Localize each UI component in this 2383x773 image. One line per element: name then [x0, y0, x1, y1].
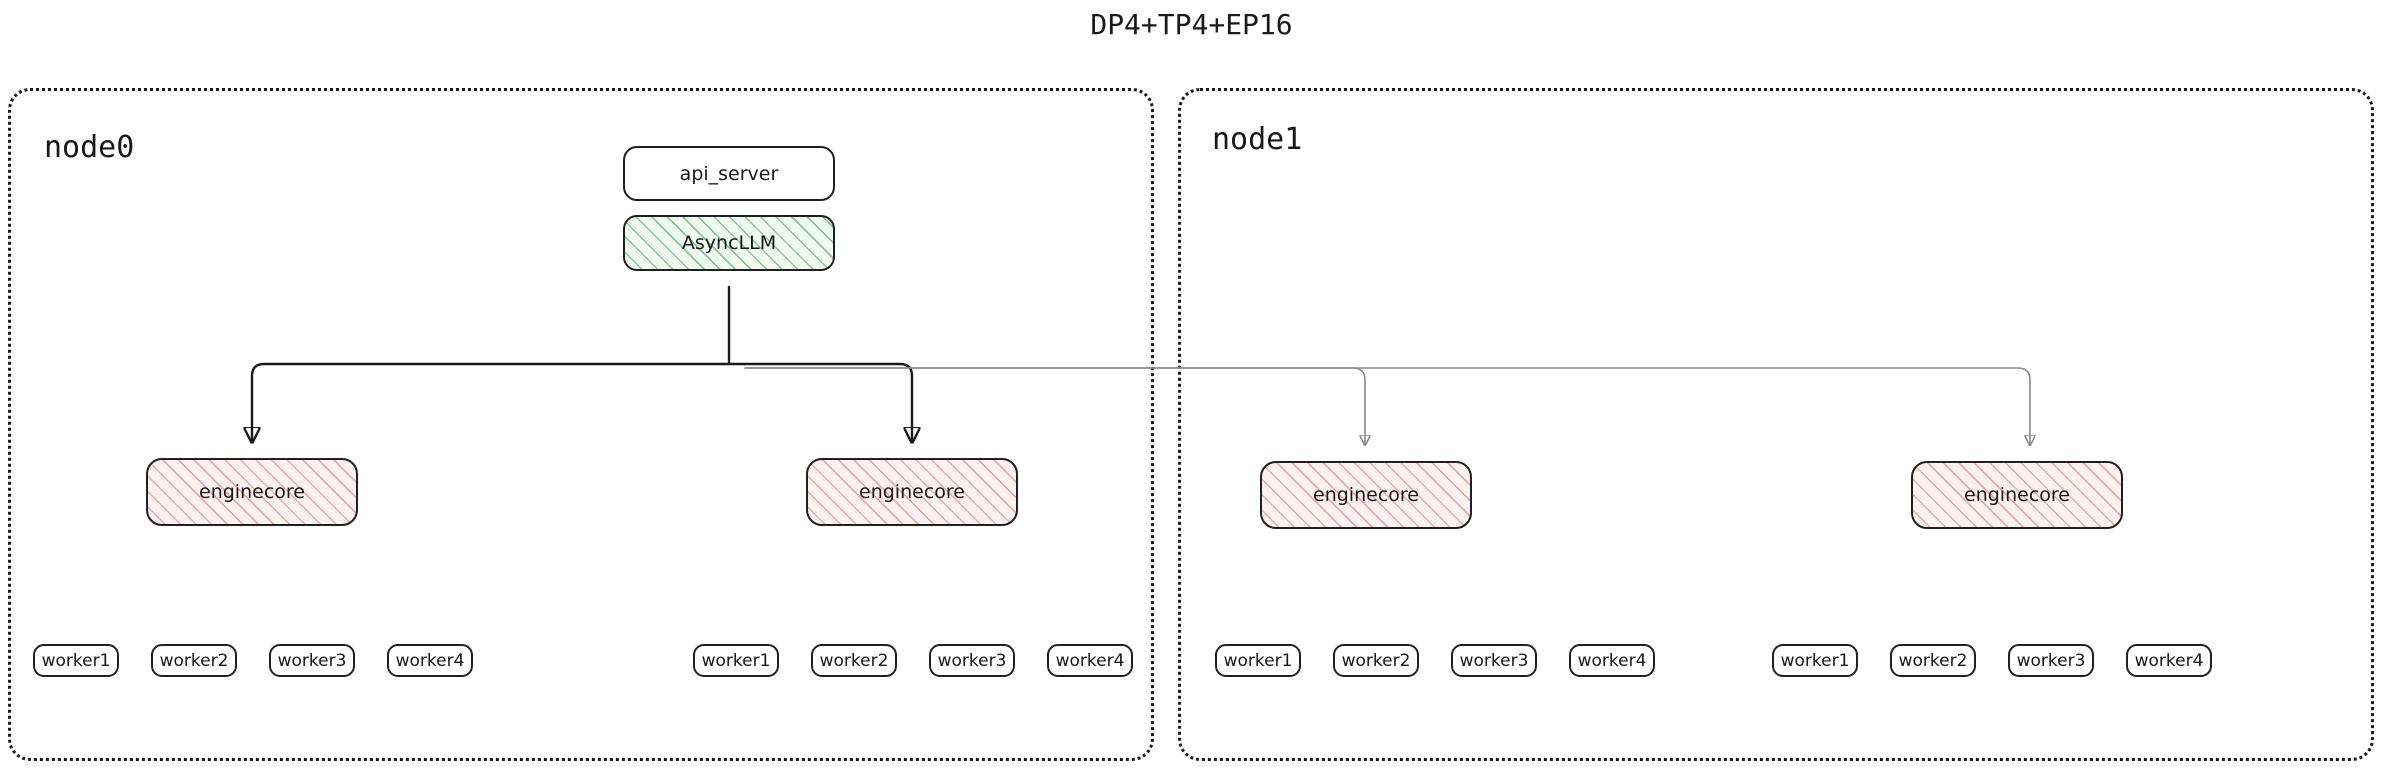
worker-label: worker1 — [1223, 650, 1293, 671]
node-label-node0: node0 — [44, 130, 135, 165]
worker-node1-1-4[interactable]: worker4 — [2126, 644, 2212, 677]
worker-label: worker2 — [159, 650, 229, 671]
card-enginecore-label: enginecore — [859, 481, 965, 503]
worker-label: worker4 — [1055, 650, 1125, 671]
card-enginecore-label: enginecore — [1964, 484, 2070, 506]
worker-node0-1-1[interactable]: worker1 — [693, 644, 779, 677]
card-api-server[interactable]: api_server — [623, 146, 835, 201]
card-enginecore-node0-1[interactable]: enginecore — [806, 458, 1018, 526]
card-enginecore-label: enginecore — [199, 481, 305, 503]
worker-label: worker3 — [1459, 650, 1529, 671]
worker-label: worker4 — [1577, 650, 1647, 671]
worker-node1-0-4[interactable]: worker4 — [1569, 644, 1655, 677]
worker-label: worker1 — [41, 650, 111, 671]
worker-node0-0-3[interactable]: worker3 — [269, 644, 355, 677]
worker-node0-1-3[interactable]: worker3 — [929, 644, 1015, 677]
worker-label: worker4 — [2134, 650, 2204, 671]
worker-label: worker2 — [819, 650, 889, 671]
card-asyncllm[interactable]: AsyncLLM — [623, 215, 835, 271]
worker-node0-1-4[interactable]: worker4 — [1047, 644, 1133, 677]
card-enginecore-node1-1[interactable]: enginecore — [1911, 461, 2123, 529]
worker-label: worker1 — [701, 650, 771, 671]
node-label-node1: node1 — [1212, 122, 1303, 157]
worker-label: worker4 — [395, 650, 465, 671]
worker-label: worker3 — [277, 650, 347, 671]
card-asyncllm-label: AsyncLLM — [681, 232, 777, 254]
card-enginecore-node0-0[interactable]: enginecore — [146, 458, 358, 526]
worker-node1-0-3[interactable]: worker3 — [1451, 644, 1537, 677]
page-title: DP4+TP4+EP16 — [1090, 8, 1293, 41]
worker-label: worker3 — [937, 650, 1007, 671]
card-api-server-label: api_server — [679, 162, 779, 185]
worker-node1-1-2[interactable]: worker2 — [1890, 644, 1976, 677]
card-enginecore-label: enginecore — [1313, 484, 1419, 506]
worker-label: worker2 — [1898, 650, 1968, 671]
worker-node0-0-2[interactable]: worker2 — [151, 644, 237, 677]
worker-node1-0-2[interactable]: worker2 — [1333, 644, 1419, 677]
worker-node0-0-4[interactable]: worker4 — [387, 644, 473, 677]
worker-label: worker2 — [1341, 650, 1411, 671]
worker-label: worker1 — [1780, 650, 1850, 671]
worker-node1-1-1[interactable]: worker1 — [1772, 644, 1858, 677]
worker-label: worker3 — [2016, 650, 2086, 671]
worker-node1-0-1[interactable]: worker1 — [1215, 644, 1301, 677]
worker-node1-1-3[interactable]: worker3 — [2008, 644, 2094, 677]
worker-node0-1-2[interactable]: worker2 — [811, 644, 897, 677]
card-enginecore-node1-0[interactable]: enginecore — [1260, 461, 1472, 529]
worker-node0-0-1[interactable]: worker1 — [33, 644, 119, 677]
